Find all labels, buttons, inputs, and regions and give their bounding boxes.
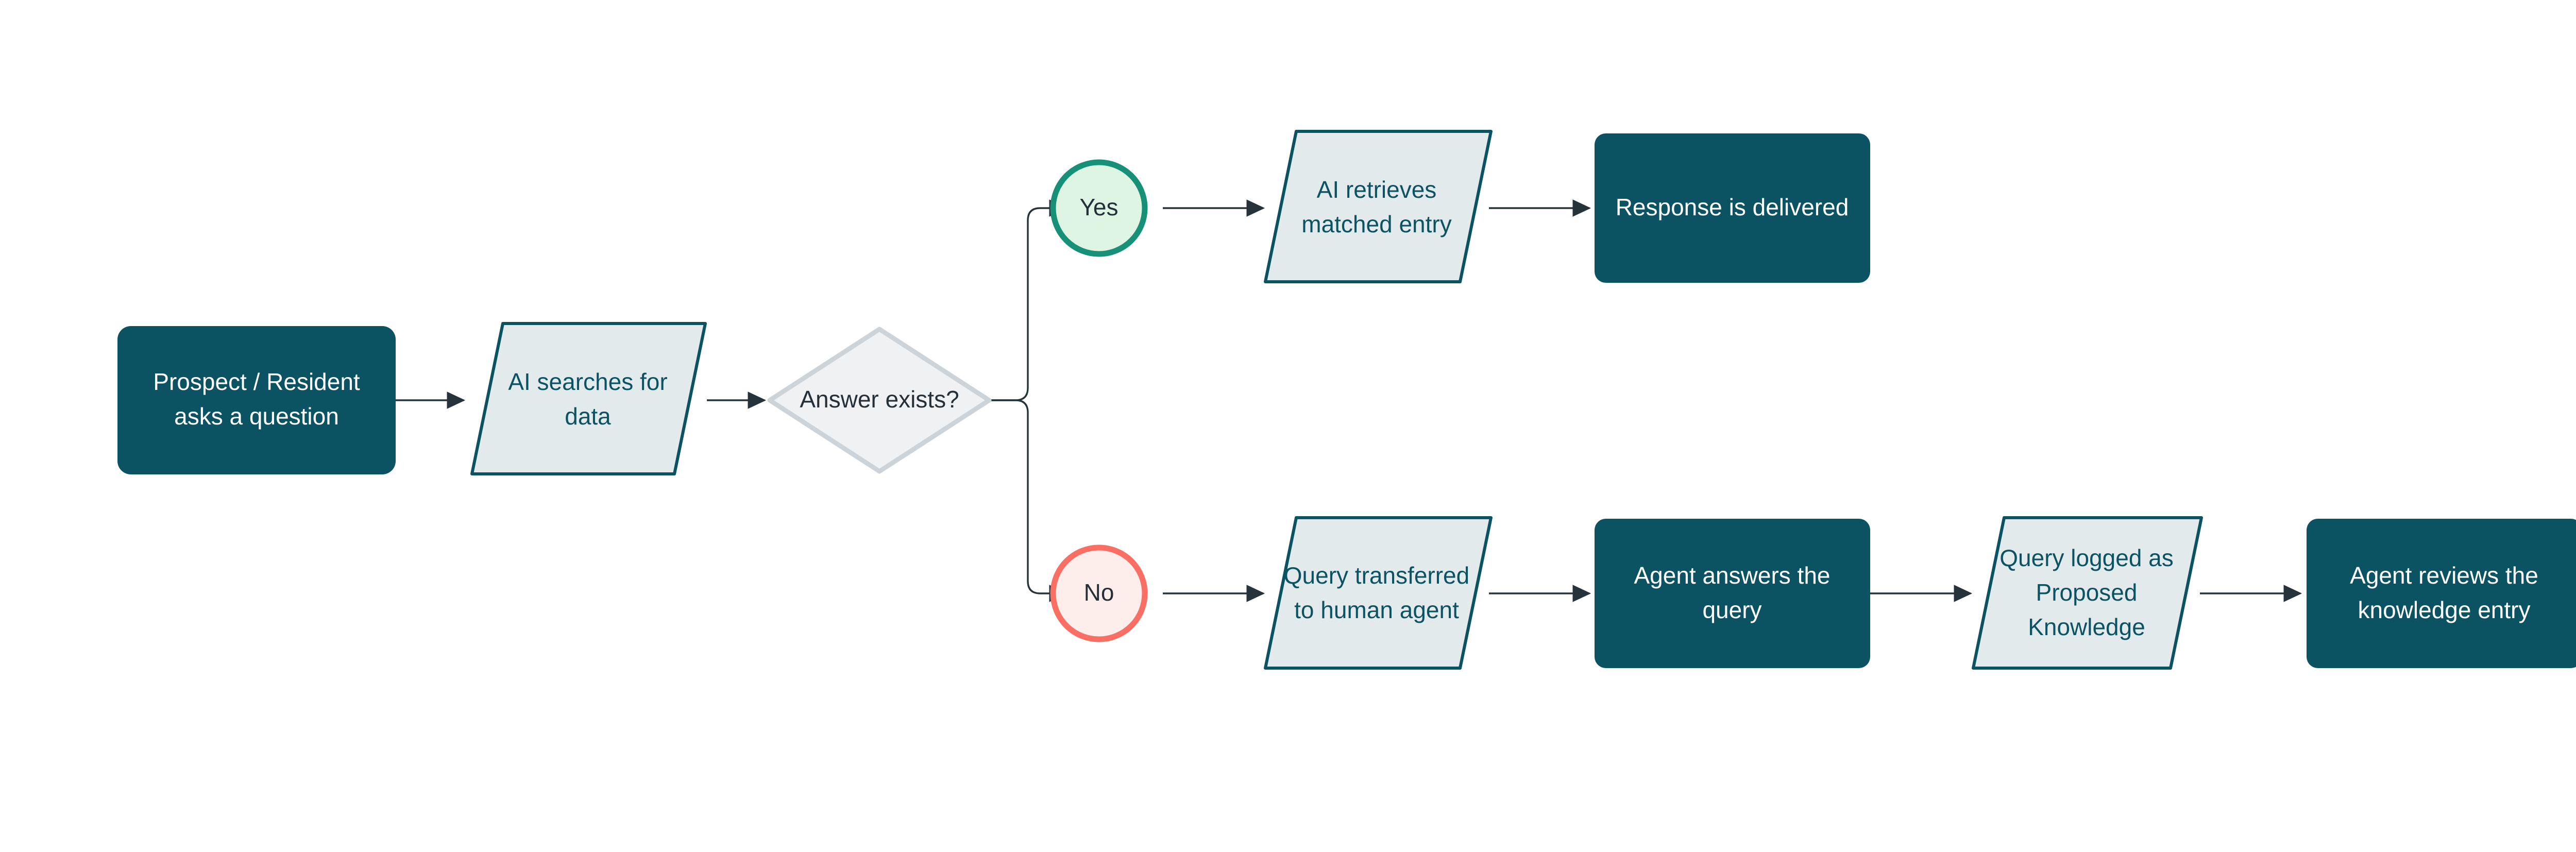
node-start[interactable]: Prospect / Resident asks a question bbox=[117, 326, 396, 474]
transfer-shape[interactable] bbox=[1264, 516, 1493, 670]
node-decision[interactable]: Answer exists? bbox=[767, 327, 992, 474]
yes-shape[interactable] bbox=[1050, 159, 1148, 257]
node-ai-search[interactable]: AI searches for data bbox=[470, 322, 707, 475]
no-shape[interactable] bbox=[1050, 544, 1148, 642]
node-yes[interactable]: Yes bbox=[1050, 159, 1148, 257]
node-response[interactable]: Response is delivered bbox=[1595, 133, 1870, 283]
node-no[interactable]: No bbox=[1050, 544, 1148, 642]
node-agent-answer[interactable]: Agent answers the query bbox=[1595, 519, 1870, 668]
start-shape[interactable] bbox=[117, 326, 396, 474]
decision-shape[interactable] bbox=[767, 327, 992, 474]
review-shape[interactable] bbox=[2307, 519, 2576, 668]
edge-decision-to-no bbox=[991, 399, 1068, 602]
node-logged[interactable]: Query logged as Proposed Knowledge bbox=[1972, 516, 2203, 670]
logged-shape[interactable] bbox=[1972, 516, 2203, 670]
edge-decision-to-yes bbox=[991, 199, 1068, 401]
node-ai-retrieve[interactable]: AI retrieves matched entry bbox=[1264, 130, 1493, 283]
ai-retrieve-shape[interactable] bbox=[1264, 130, 1493, 283]
agent-answer-shape[interactable] bbox=[1595, 519, 1870, 668]
ai-search-shape[interactable] bbox=[470, 322, 707, 475]
node-review[interactable]: Agent reviews the knowledge entry bbox=[2307, 519, 2576, 668]
edges-layer bbox=[396, 199, 2302, 602]
response-shape[interactable] bbox=[1595, 133, 1870, 283]
node-transfer[interactable]: Query transferred to human agent bbox=[1264, 516, 1493, 670]
